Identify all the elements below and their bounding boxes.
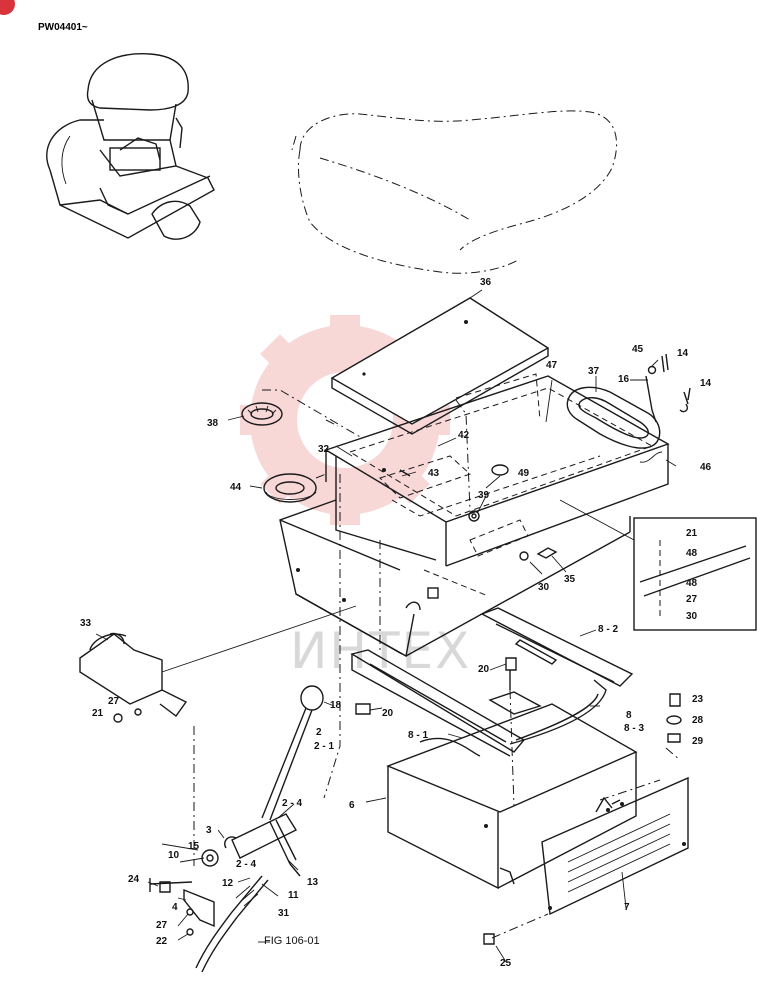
callout-47: 47 (546, 360, 558, 371)
callout-21a: 21 (686, 528, 698, 539)
assembly-phantom-lines (193, 399, 681, 939)
seat-outline-phantom (291, 110, 618, 274)
callout-48a: 48 (686, 548, 698, 559)
callout-6: 6 (349, 800, 355, 811)
callout-31: 31 (278, 908, 290, 919)
cushion-plate (330, 297, 550, 435)
machine-overview-illustration (46, 53, 215, 240)
callout-45: 45 (632, 344, 644, 355)
callout-20b: 20 (382, 708, 394, 719)
callout-2-4a: 2 - 4 (282, 798, 302, 809)
callout-37: 37 (588, 366, 600, 377)
figure-reference: FIG 106-01 (264, 935, 320, 947)
callout-28: 28 (692, 715, 704, 726)
callout-22: 22 (156, 936, 168, 947)
callout-18: 18 (330, 700, 342, 711)
callout-8-1: 8 - 1 (408, 730, 428, 741)
callout-2-4b: 2 - 4 (236, 859, 256, 870)
callout-27c: 27 (156, 920, 168, 931)
control-cable (195, 875, 269, 973)
callout-44: 44 (230, 482, 242, 493)
callout-36: 36 (480, 277, 492, 288)
callout-8-3: 8 - 3 (624, 723, 644, 734)
callout-43: 43 (428, 468, 440, 479)
callout-46: 46 (700, 462, 712, 473)
callout-42: 42 (458, 430, 470, 441)
callout-labels: 36 45 14 14 16 37 47 38 42 32 43 49 46 4… (80, 277, 712, 969)
callout-15: 15 (188, 841, 200, 852)
callout-leaders (95, 359, 677, 963)
callout-33: 33 (80, 618, 92, 629)
rubber-grommet-oval (263, 473, 317, 503)
callout-29: 29 (692, 736, 704, 747)
model-code: PW04401~ (38, 22, 88, 33)
spring-pins (645, 353, 691, 423)
callout-32: 32 (318, 444, 330, 455)
callout-27a: 27 (686, 594, 698, 605)
callout-2-1: 2 - 1 (314, 741, 334, 752)
callout-16: 16 (618, 374, 630, 385)
callout-10: 10 (168, 850, 180, 861)
callout-12: 12 (222, 878, 234, 889)
rubber-grommet-ring (241, 402, 283, 426)
callout-48b: 48 (686, 578, 698, 589)
callout-24: 24 (128, 874, 140, 885)
callout-11: 11 (288, 890, 299, 901)
corner-marker (0, 0, 15, 15)
bolts-and-nuts (399, 464, 558, 561)
callout-3: 3 (206, 825, 212, 836)
callout-49: 49 (518, 468, 530, 479)
lock-lever-assembly (201, 685, 324, 877)
callout-20a: 20 (478, 664, 490, 675)
callout-25: 25 (500, 958, 512, 969)
slide-handle-bar (488, 679, 607, 745)
callout-38: 38 (207, 418, 219, 429)
callout-30b: 30 (686, 611, 698, 622)
callout-14a: 14 (677, 348, 689, 359)
callout-39: 39 (478, 490, 490, 501)
callout-21b: 21 (92, 708, 104, 719)
callout-2: 2 (316, 727, 322, 738)
cover-bracket (79, 632, 188, 717)
callout-30a: 30 (538, 582, 550, 593)
callout-14b: 14 (700, 378, 712, 389)
callout-23: 23 (692, 694, 704, 705)
callout-8-2: 8 - 2 (598, 624, 618, 635)
cable-bracket (149, 878, 215, 936)
seat-seal-ring (566, 386, 661, 449)
detail-inset-box (559, 499, 757, 631)
callout-4: 4 (172, 902, 178, 913)
callout-27b: 27 (108, 696, 120, 707)
louvered-side-cover (541, 776, 689, 916)
callout-8: 8 (626, 710, 632, 721)
callout-7: 7 (624, 902, 630, 913)
mounting-bolts (113, 657, 682, 945)
callout-35: 35 (564, 574, 576, 585)
callout-13: 13 (307, 877, 319, 888)
